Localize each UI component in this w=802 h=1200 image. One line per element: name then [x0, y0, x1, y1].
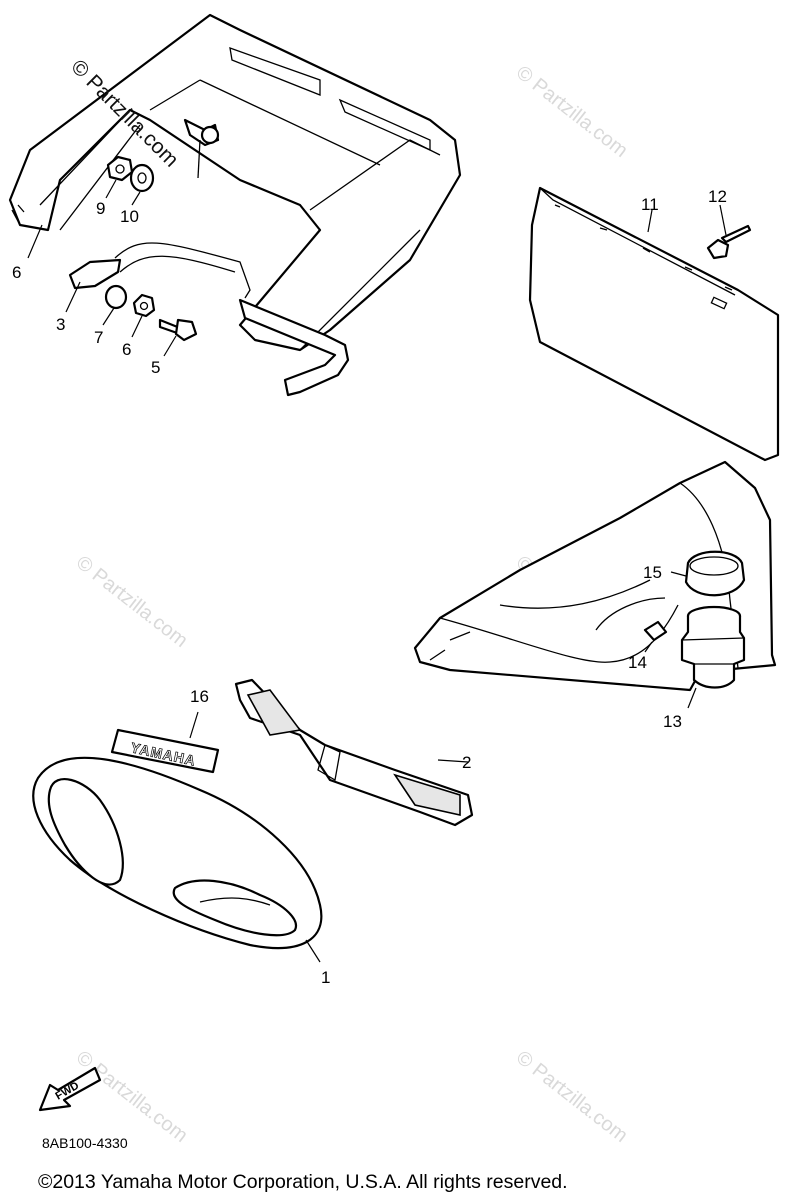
cap-15 [670, 550, 746, 597]
grille-1 [32, 756, 323, 963]
hardware-left [104, 118, 220, 342]
callout-9: 9 [96, 199, 105, 218]
callout-10: 10 [120, 207, 139, 226]
callout-12: 12 [708, 187, 727, 206]
callout-labels: 6 9 10 3 7 6 5 11 12 15 14 13 16 2 1 [12, 187, 727, 987]
watermark-bottom-left: © Partzilla.com [72, 1047, 192, 1147]
copyright-notice: ©2013 Yamaha Motor Corporation, U.S.A. A… [38, 1171, 568, 1193]
rivet-12 [647, 204, 752, 260]
leaders-left [27, 179, 177, 357]
diagram-code: 8AB100-4330 [42, 1135, 128, 1151]
callout-5: 5 [151, 358, 160, 377]
callout-7: 7 [94, 328, 103, 347]
duct-2 [234, 678, 474, 827]
watermark-top-right: © Partzilla.com [512, 62, 632, 162]
rear-frame-handle [8, 13, 462, 352]
callout-3: 3 [56, 315, 65, 334]
callout-14: 14 [628, 653, 647, 672]
support-rod [68, 242, 350, 397]
callout-2: 2 [462, 753, 471, 772]
emblem-16: YAMAHA [110, 711, 220, 774]
watermark-bottom-right: © Partzilla.com [512, 1047, 632, 1147]
callout-13: 13 [663, 712, 682, 731]
callout-6: 6 [122, 340, 131, 359]
vent-13 [680, 605, 746, 709]
panel-11 [528, 186, 780, 462]
watermark-mid-left: © Partzilla.com [72, 552, 192, 652]
callout-11: 11 [641, 195, 659, 214]
clip-14 [643, 620, 668, 653]
fwd-arrow: FWD [38, 1066, 102, 1112]
callout-15: 15 [643, 563, 662, 582]
callout-1: 1 [321, 968, 330, 987]
callout-4: 6 [12, 263, 21, 282]
callout-16: 16 [190, 687, 209, 706]
